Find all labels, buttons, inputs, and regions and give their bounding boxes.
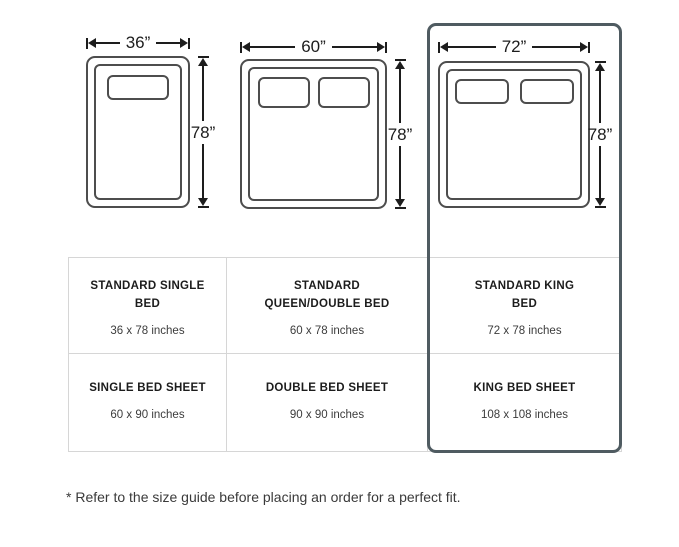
arrow-end-bar: [394, 207, 406, 209]
pillow: [454, 79, 509, 104]
arrow-line: [599, 71, 601, 123]
arrow-right-head-icon: [180, 38, 189, 48]
arrow-end-bar: [240, 41, 242, 53]
arrow-line: [96, 42, 120, 44]
arrow-down-head-icon: [595, 198, 605, 206]
arrow-right-head-icon: [377, 42, 386, 52]
king-bed-drawing: [438, 61, 590, 208]
queen-bed-drawing: [240, 59, 387, 209]
single-bed-width-label: 36”: [125, 32, 151, 52]
cell-title: STANDARD SINGLE BED: [90, 280, 205, 310]
arrow-end-bar: [385, 41, 388, 53]
queen-bed-width-label: 60”: [301, 36, 326, 56]
single-bed-height-label: 78”: [190, 122, 216, 142]
cell-size: 60 x 78 inches: [289, 324, 365, 337]
arrow-up-head-icon: [595, 63, 605, 71]
cell-size: 36 x 78 inches: [110, 324, 185, 337]
arrow-line: [202, 143, 204, 198]
queen-bed-height-label: 78”: [387, 124, 413, 144]
arrow-end-bar: [197, 206, 209, 208]
arrow-line: [331, 46, 378, 48]
arrow-line: [399, 69, 401, 123]
cell-size: 90 x 90 inches: [289, 408, 365, 421]
table-cell-king-bed-sheet: KING BED SHEET 108 x 108 inches: [428, 354, 621, 451]
table-cell-double-bed-sheet: DOUBLE BED SHEET 90 x 90 inches: [227, 354, 428, 451]
arrow-end-bar: [86, 37, 88, 49]
king-bed-height-arrow: 78”: [578, 61, 622, 208]
arrow-line: [599, 146, 601, 198]
queen-bed-mattress: [248, 67, 379, 201]
arrow-right-head-icon: [580, 42, 589, 52]
cell-title: STANDARD KING BED: [474, 280, 575, 310]
cell-title: KING BED SHEET: [473, 382, 576, 394]
arrow-end-bar: [197, 56, 209, 58]
arrow-end-bar: [394, 59, 406, 61]
arrow-end-bar: [594, 206, 606, 208]
arrow-down-head-icon: [198, 198, 208, 206]
footnote: * Refer to the size guide before placing…: [66, 489, 461, 505]
cell-title: STANDARD QUEEN/DOUBLE BED: [264, 280, 390, 310]
size-table: STANDARD SINGLE BED 36 x 78 inches STAND…: [68, 257, 622, 452]
pillow: [519, 79, 574, 104]
arrow-end-bar: [188, 37, 191, 49]
arrow-left-head-icon: [242, 42, 250, 52]
king-bed-width-label: 72”: [501, 36, 527, 56]
cell-size: 72 x 78 inches: [487, 324, 562, 337]
arrow-end-bar: [588, 41, 591, 53]
arrow-line: [399, 145, 401, 199]
table-cell-standard-single-bed: STANDARD SINGLE BED 36 x 78 inches: [69, 258, 227, 354]
cell-title: SINGLE BED SHEET: [89, 382, 206, 394]
arrow-end-bar: [594, 61, 606, 63]
table-cell-single-bed-sheet: SINGLE BED SHEET 60 x 90 inches: [69, 354, 227, 451]
single-bed-drawing: [86, 56, 190, 208]
arrow-line: [156, 42, 181, 44]
queen-bed-height-arrow: 78”: [378, 59, 422, 209]
pillow: [257, 77, 310, 108]
arrow-left-head-icon: [88, 38, 96, 48]
table-cell-standard-king-bed: STANDARD KING BED 72 x 78 inches: [428, 258, 621, 354]
cell-title: DOUBLE BED SHEET: [265, 382, 389, 394]
cell-size: 60 x 90 inches: [110, 408, 185, 421]
king-bed-mattress: [446, 69, 582, 200]
pillow: [107, 75, 169, 100]
arrow-line: [250, 46, 296, 48]
arrow-line: [532, 46, 581, 48]
single-bed-mattress: [94, 64, 182, 200]
king-bed-width-arrow: 72”: [438, 36, 591, 56]
pillow: [317, 77, 370, 108]
arrow-line: [448, 46, 496, 48]
king-bed-height-label: 78”: [587, 125, 613, 144]
arrow-end-bar: [438, 41, 440, 53]
arrow-left-head-icon: [440, 42, 448, 52]
arrow-down-head-icon: [395, 199, 405, 207]
table-cell-standard-queen-double-bed: STANDARD QUEEN/DOUBLE BED 60 x 78 inches: [227, 258, 428, 354]
queen-bed-width-arrow: 60”: [240, 36, 388, 56]
single-bed-height-arrow: 78”: [181, 56, 225, 208]
single-bed-width-arrow: 36”: [86, 32, 191, 52]
arrow-up-head-icon: [198, 58, 208, 66]
arrow-up-head-icon: [395, 61, 405, 69]
cell-size: 108 x 108 inches: [481, 408, 568, 421]
arrow-line: [202, 66, 204, 121]
